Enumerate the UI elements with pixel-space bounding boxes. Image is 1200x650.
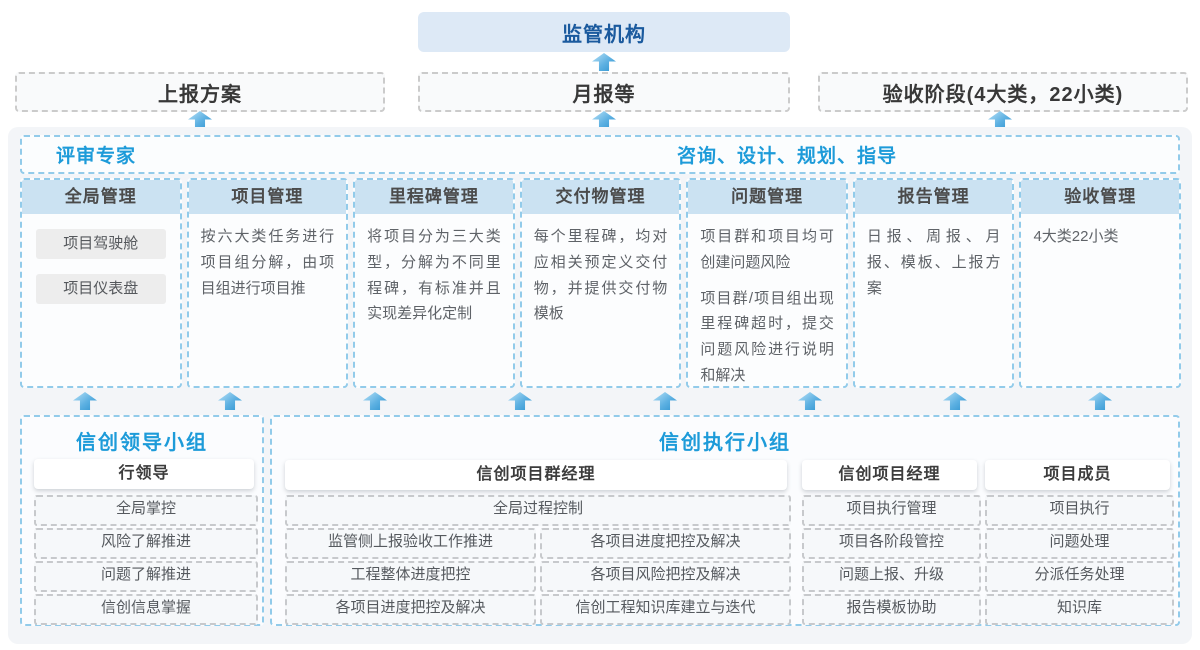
column-description: 4大类22小类 [1033, 228, 1119, 245]
column-acceptance-management: 验收管理 4大类22小类 [1019, 178, 1182, 388]
column-deliverable-management: 交付物管理 每个里程碑，均对应相关预定义交付物，并提供交付物模板 [519, 178, 682, 388]
duty-item: 知识库 [985, 594, 1174, 625]
duty-item: 项目执行管理 [802, 495, 981, 526]
column-description: 项目群和项目均可创建问题风险 [700, 228, 834, 271]
duty-item: 工程整体进度把控 [285, 561, 536, 592]
column-title: 交付物管理 [521, 180, 680, 214]
experts-header: 评审专家 咨询、设计、规划、指导 [20, 135, 1180, 174]
role-pill-project-manager: 信创项目经理 [802, 460, 977, 490]
duty-item: 风险了解推进 [34, 528, 258, 559]
output-label: 月报等 [572, 83, 636, 106]
column-title: 报告管理 [854, 180, 1013, 214]
column-title: 问题管理 [688, 180, 846, 214]
execution-group-box: 信创执行小组 信创项目群经理 全局过程控制 监管侧上报验收工作推进 工程整体进度… [270, 415, 1180, 626]
duty-item: 项目执行 [985, 495, 1174, 526]
output-box-monthly-report: 月报等 [418, 72, 790, 112]
column-title: 里程碑管理 [355, 180, 513, 214]
duty-item: 各项目进度把控及解决 [285, 594, 536, 625]
duty-item: 问题上报、升级 [802, 561, 981, 592]
management-columns: 全局管理 项目驾驶舱 项目仪表盘 项目管理 按六大类任务进行项目组分解，由项目组… [20, 178, 1182, 388]
output-label: 验收阶段(4大类，22小类) [882, 83, 1124, 106]
regulator-label: 监管机构 [562, 23, 646, 46]
role-pill-member: 项目成员 [985, 460, 1170, 490]
column-milestone-management: 里程碑管理 将项目分为三大类型，分解为不同里程碑，有标准并且实现差异化定制 [353, 178, 515, 388]
review-experts-label: 评审专家 [56, 146, 137, 167]
duty-item: 信创工程知识库建立与迭代 [540, 594, 791, 625]
column-title: 验收管理 [1021, 180, 1180, 214]
output-label: 上报方案 [158, 83, 242, 106]
up-arrow-icon [592, 53, 616, 71]
column-project-management: 项目管理 按六大类任务进行项目组分解，由项目组进行项目推 [186, 178, 349, 388]
regulator-box: 监管机构 [418, 12, 790, 52]
duty-item: 各项目进度把控及解决 [540, 528, 791, 559]
role-pill-bank-leader: 行领导 [34, 459, 254, 489]
column-issue-management: 问题管理 项目群和项目均可创建问题风险 项目群/项目组出现里程碑超时，提交问题风… [686, 178, 848, 388]
duty-item: 监管侧上报验收工作推进 [285, 528, 536, 559]
duty-item: 全局过程控制 [285, 495, 791, 526]
duty-item: 信创信息掌握 [34, 594, 258, 625]
column-description: 将项目分为三大类型，分解为不同里程碑，有标准并且实现差异化定制 [367, 228, 501, 323]
duty-item: 全局掌控 [34, 495, 258, 526]
column-description: 每个里程碑，均对应相关预定义交付物，并提供交付物模板 [533, 228, 668, 323]
leader-group-title: 信创领导小组 [76, 432, 208, 454]
consulting-label: 咨询、设计、规划、指导 [676, 146, 898, 167]
duty-item: 报告模板协助 [802, 594, 981, 625]
column-global-management: 全局管理 项目驾驶舱 项目仪表盘 [20, 178, 182, 388]
duty-item: 问题了解推进 [34, 561, 258, 592]
feature-chip: 项目驾驶舱 [36, 229, 166, 259]
duty-item: 各项目风险把控及解决 [540, 561, 791, 592]
feature-chip: 项目仪表盘 [36, 274, 166, 304]
column-title: 全局管理 [22, 180, 180, 214]
output-box-acceptance-stage: 验收阶段(4大类，22小类) [818, 72, 1188, 112]
leader-group-box: 信创领导小组 行领导 全局掌控 风险了解推进 问题了解推进 信创信息掌握 [20, 415, 264, 626]
column-description: 按六大类任务进行项目组分解，由项目组进行项目推 [200, 228, 335, 297]
column-title: 项目管理 [188, 180, 347, 214]
duty-item: 问题处理 [985, 528, 1174, 559]
execution-group-title: 信创执行小组 [659, 432, 791, 454]
role-pill-program-manager: 信创项目群经理 [285, 460, 787, 490]
duty-item: 项目各阶段管控 [802, 528, 981, 559]
column-description: 日报、周报、月报、模板、上报方案 [866, 228, 1001, 297]
column-description: 项目群/项目组出现里程碑超时，提交问题风险进行说明和解决 [700, 289, 834, 384]
duty-item: 分派任务处理 [985, 561, 1174, 592]
column-report-management: 报告管理 日报、周报、月报、模板、上报方案 [852, 178, 1015, 388]
output-box-report-plan: 上报方案 [15, 72, 385, 112]
